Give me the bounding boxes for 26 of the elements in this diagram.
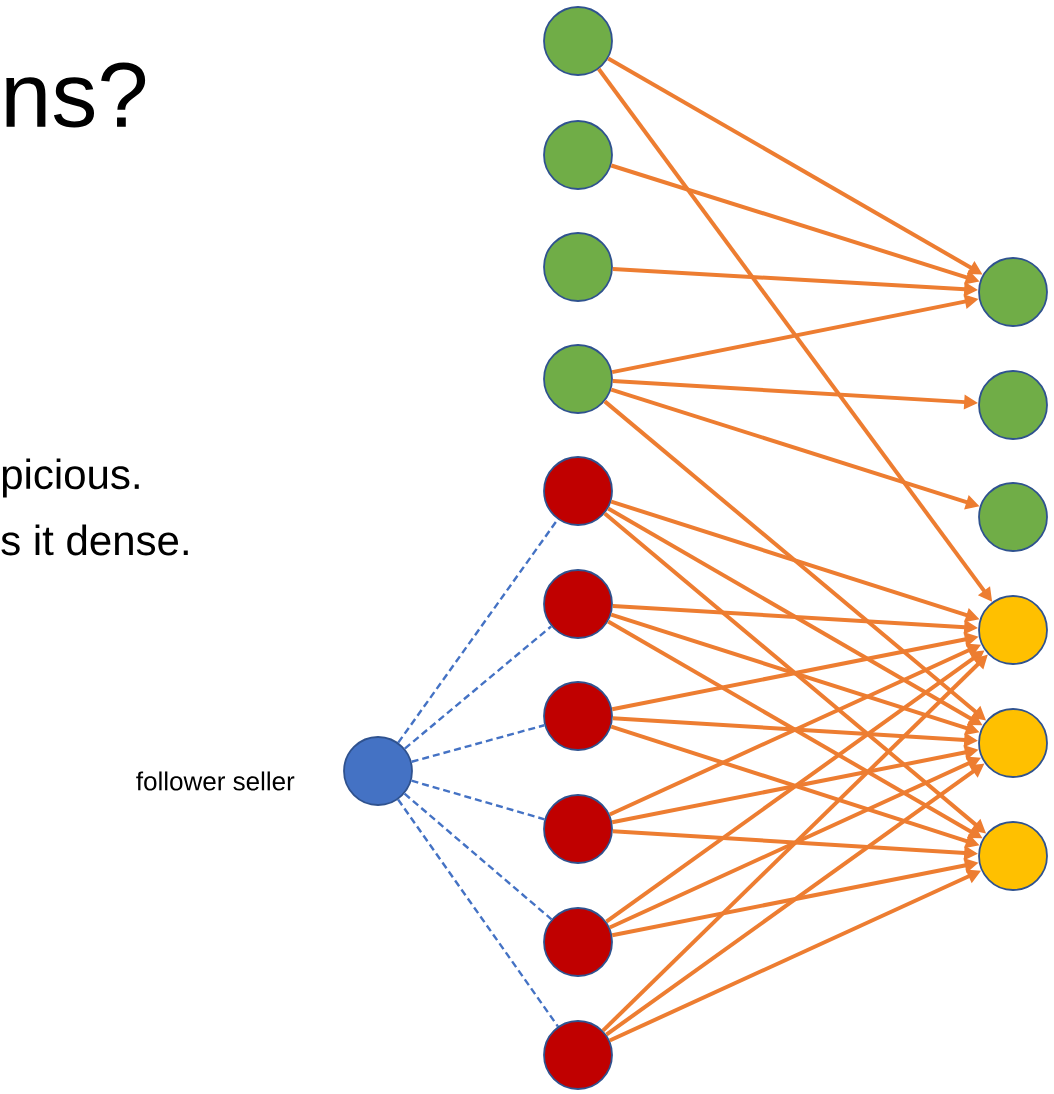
text-fragment: s it dense.	[1, 524, 188, 556]
node-circle	[543, 232, 613, 302]
connector-line	[411, 779, 545, 821]
node-circle	[978, 257, 1048, 327]
node-circle	[543, 6, 613, 76]
node-circle	[978, 595, 1048, 665]
node-circle	[978, 708, 1048, 778]
node-circle	[543, 120, 613, 190]
node-circle	[343, 736, 413, 806]
connector-line	[403, 792, 553, 921]
node-circle	[543, 569, 613, 639]
connector-line	[411, 724, 545, 763]
node-circle	[543, 1020, 613, 1090]
node-circle	[978, 370, 1048, 440]
connector-line	[404, 625, 552, 750]
node-circle	[543, 456, 613, 526]
node-circle	[543, 344, 613, 414]
connector-line	[397, 798, 559, 1028]
text-fragment: picious.	[2, 458, 139, 498]
node-circle	[543, 794, 613, 864]
node-circle	[978, 482, 1048, 552]
text-fragment: ns?	[6, 62, 146, 128]
node-circle	[978, 821, 1048, 891]
node-circle	[543, 681, 613, 751]
node-label: follower seller	[136, 771, 295, 791]
node-circle	[543, 907, 613, 977]
